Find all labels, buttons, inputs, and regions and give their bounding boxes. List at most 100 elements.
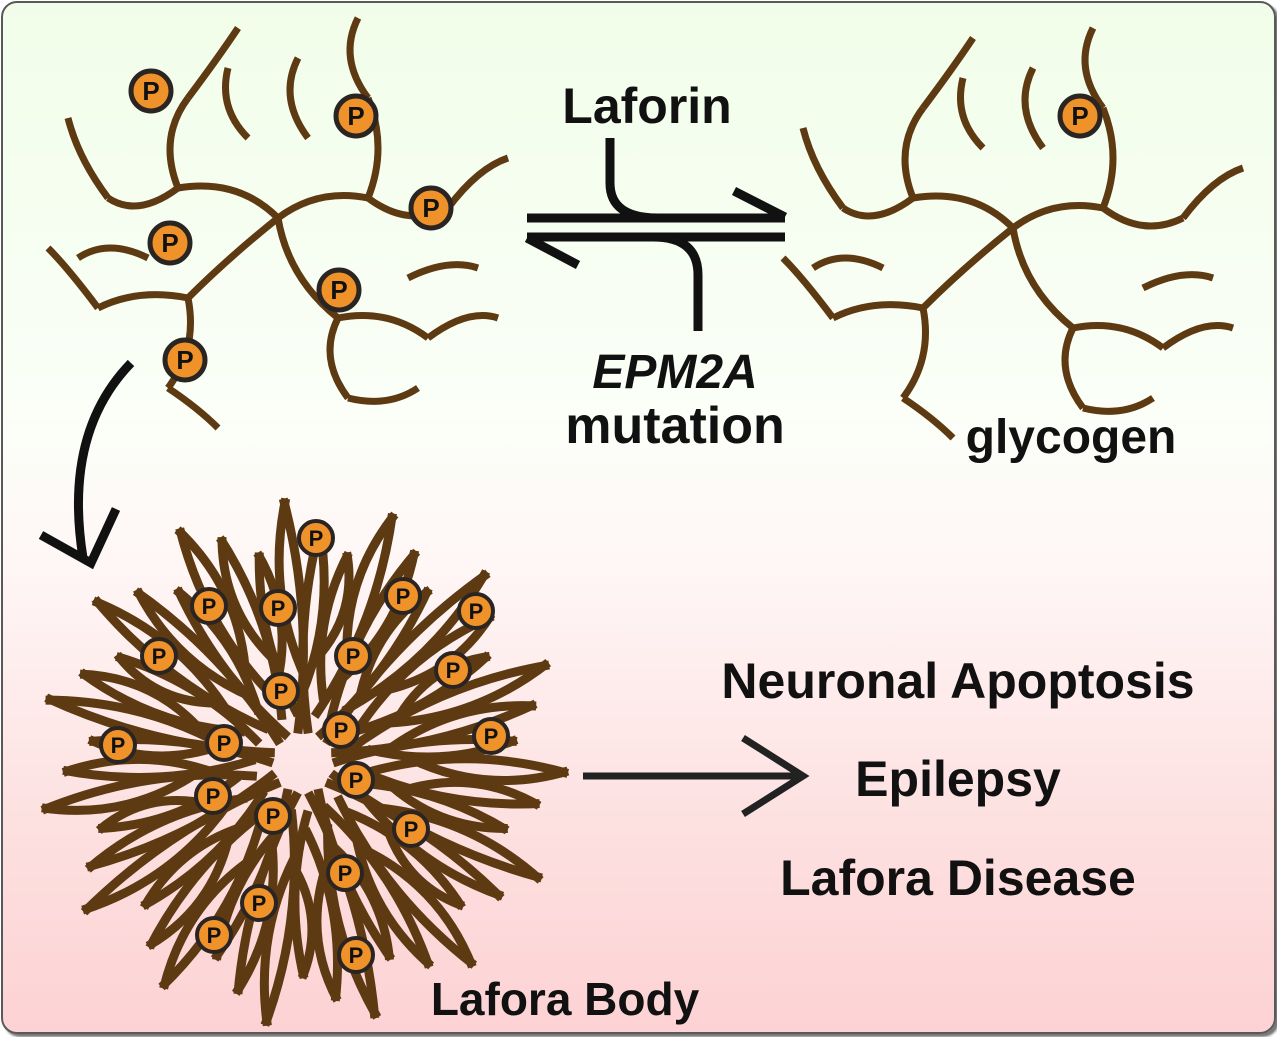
- curved-down-arrow: [38, 359, 135, 570]
- glycogen-branch: [900, 307, 929, 401]
- phosphate-symbol: P: [404, 817, 419, 842]
- phosphate-circle: [316, 267, 362, 313]
- lafora-body-branch: [383, 701, 537, 755]
- phosphate-symbol: P: [266, 804, 281, 829]
- lafora-body-branch: [358, 843, 477, 969]
- glycogen-branch: [177, 182, 281, 221]
- lafora-body-branch: [288, 862, 317, 980]
- phosphate-symbol: P: [330, 275, 347, 305]
- phosphate-circle: [194, 777, 232, 815]
- phosphate-symbol: P: [309, 526, 324, 551]
- lafora-body-branch: [260, 809, 299, 1027]
- phosphate-symbol: P: [1071, 101, 1088, 131]
- glycogen-branch: [920, 225, 1016, 311]
- lafora-body-branch: [85, 769, 278, 872]
- phosphate-symbol: P: [334, 718, 349, 743]
- phosphate-symbol: P: [217, 731, 232, 756]
- forward-arrow-head: [731, 186, 788, 222]
- glycogen-branch: [222, 67, 251, 141]
- glycogen-branch: [799, 127, 846, 211]
- phosphate-symbol: P: [207, 923, 222, 948]
- lafora-body-branch: [158, 813, 267, 991]
- phosphate-symbol: P: [206, 784, 221, 809]
- glycogen-branch: [1072, 322, 1166, 351]
- lafora-body-branch: [325, 548, 421, 725]
- glycogen-branch: [1141, 271, 1215, 292]
- phosphate-symbol: P: [161, 228, 178, 258]
- phosphate-symbol: P: [484, 724, 499, 749]
- phosphate-circle: [99, 726, 137, 764]
- glycogen-branch: [326, 316, 351, 401]
- glycogen-branch: [64, 117, 111, 201]
- phosphate-symbol: P: [176, 345, 193, 375]
- glycogen-branch: [1099, 106, 1117, 210]
- lafora-body-label: Lafora Body: [431, 973, 700, 1025]
- outcome-lafora-disease: Lafora Disease: [780, 850, 1136, 906]
- laforin-input-line: [605, 138, 659, 223]
- glycogen-branch: [425, 312, 500, 341]
- phosphate-circle: [392, 810, 430, 848]
- lafora-body-branch: [345, 807, 466, 911]
- lafora-body-branch: [173, 586, 291, 741]
- lafora-body-branch: [44, 693, 275, 758]
- phosphate-symbol: P: [349, 943, 364, 968]
- phosphate-symbol: P: [274, 679, 289, 704]
- glycogen-branch: [337, 312, 431, 341]
- phosphate-symbol: P: [347, 101, 364, 131]
- lafora-body-branch: [113, 651, 221, 708]
- phosphate-circle: [195, 916, 233, 954]
- mutation-label: mutation: [565, 397, 785, 455]
- phosphate-circle: [205, 724, 243, 762]
- glycogen-branch: [1180, 164, 1245, 221]
- phosphate-circle: [190, 587, 228, 625]
- phosphate-circle: [128, 68, 174, 114]
- glycogen-branch: [1009, 227, 1076, 331]
- lafora-body-branch: [402, 751, 570, 785]
- phosphate-symbol: P: [349, 768, 364, 793]
- lafora-body-branch: [367, 754, 570, 778]
- glycogen-branch: [1010, 202, 1104, 231]
- glycogen-branch: [445, 154, 510, 211]
- lafora-body-branch: [301, 826, 343, 1002]
- glycogen-branch: [275, 192, 369, 221]
- curved-arrow-head: [38, 507, 121, 570]
- glycogen-branch: [811, 254, 885, 272]
- glycogen-branch: [901, 105, 926, 200]
- outcome-epilepsy: Epilepsy: [855, 751, 1061, 807]
- phosphate-symbol: P: [252, 891, 267, 916]
- lafora-body-branch: [41, 766, 204, 815]
- glycogen-branch: [286, 56, 311, 141]
- outcome-neuronal-apoptosis: Neuronal Apoptosis: [721, 653, 1194, 709]
- phosphate-circle: [334, 637, 372, 675]
- phosphorylated-glycogen: [45, 16, 510, 431]
- glycogen-branch: [957, 77, 986, 151]
- phosphate-circle: [262, 672, 300, 710]
- phosphate-circle: [384, 577, 422, 615]
- glycogen-branch: [1100, 205, 1185, 230]
- glycogen-branch: [347, 385, 420, 405]
- reaction-arrows: [524, 138, 788, 331]
- phosphate-circle: [297, 519, 335, 557]
- glycogen-branch: [831, 301, 924, 322]
- phosphate-circle: [408, 185, 454, 231]
- glycogen-branch: [1061, 326, 1086, 411]
- phosphate-circle: [162, 337, 208, 383]
- phosphate-circle: [326, 854, 364, 892]
- lafora-body-branch: [399, 777, 542, 810]
- phosphate-circle: [1057, 93, 1103, 139]
- epm2a-label: EPM2A: [592, 346, 757, 399]
- outcome-arrow-head: [741, 735, 810, 817]
- lafora-body-branch: [140, 788, 268, 911]
- phosphate-circle: [337, 936, 375, 974]
- normal-glycogen: [780, 26, 1245, 441]
- phosphate-symbol: P: [152, 644, 167, 669]
- glycogen-branch: [45, 245, 101, 311]
- phosphate-circle: [333, 93, 379, 139]
- glycogen-branch: [346, 16, 371, 101]
- lafora-body-branch: [316, 550, 353, 701]
- lafora-body-branch: [331, 699, 538, 758]
- phosphate-symbol: P: [346, 644, 361, 669]
- curved-arrow-shaft: [74, 359, 135, 559]
